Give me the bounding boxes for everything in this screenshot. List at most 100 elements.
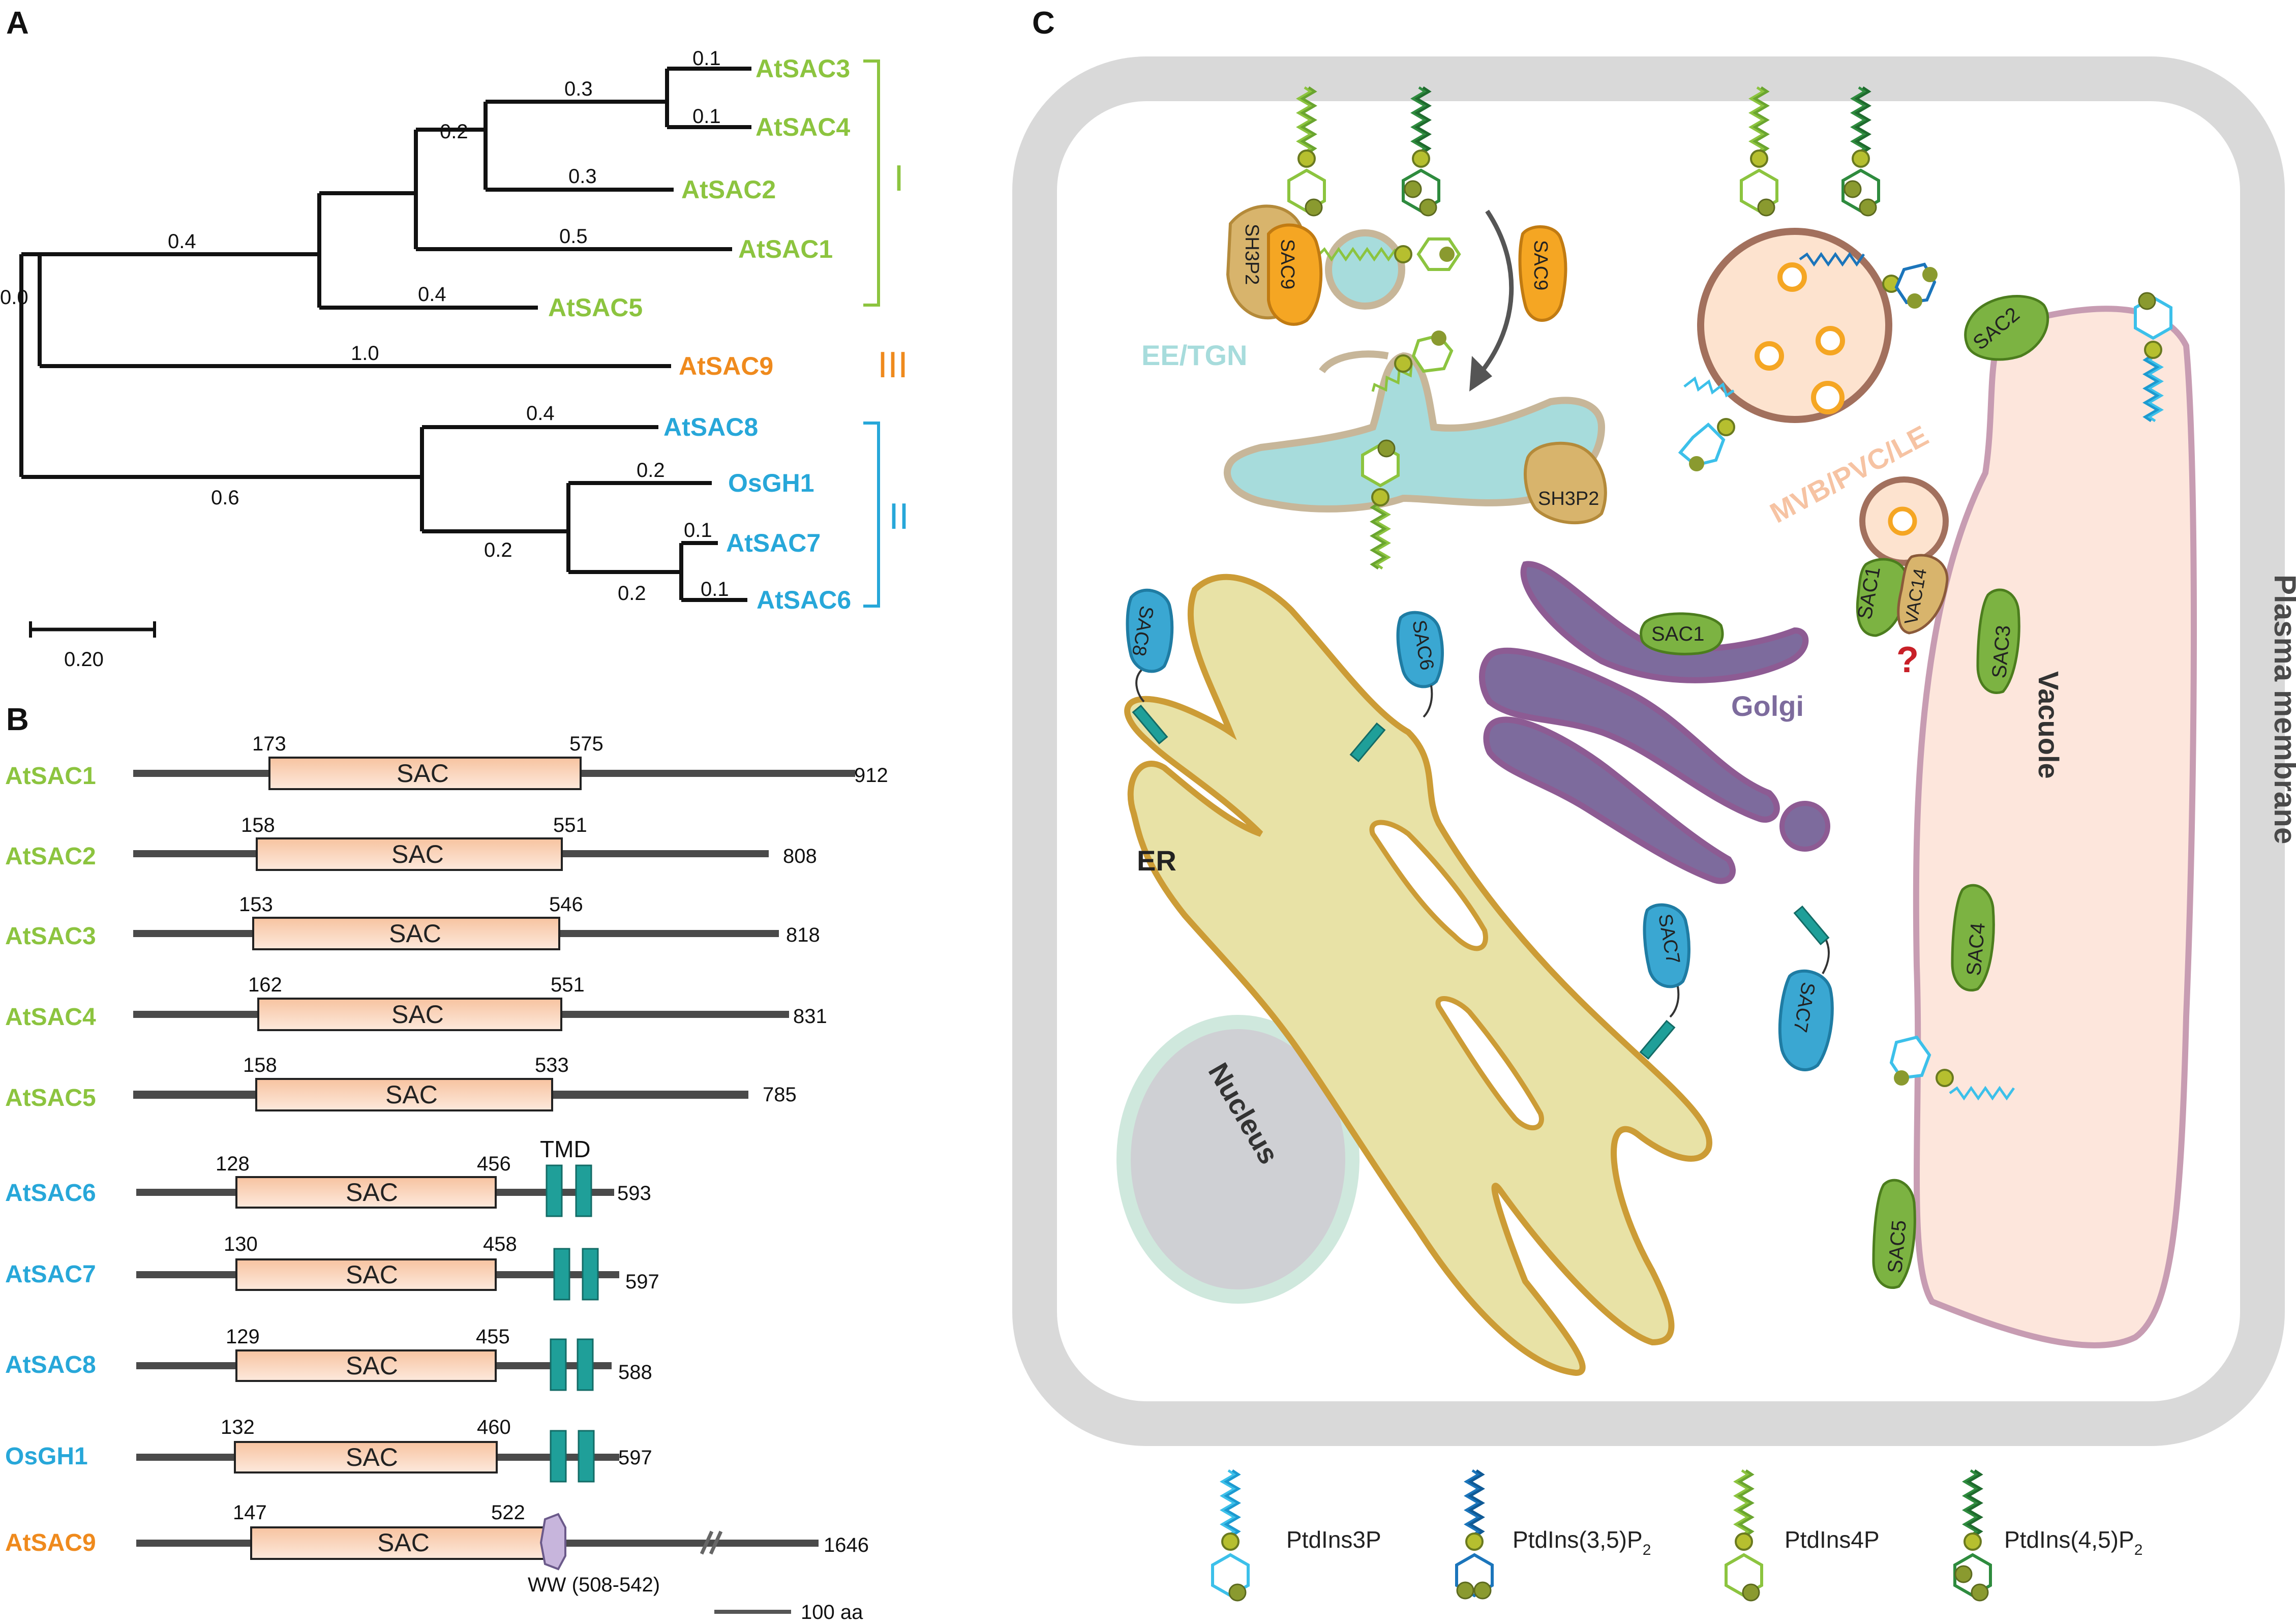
domain-end: 522 bbox=[491, 1501, 525, 1524]
tree-scale-bar: 0.20 bbox=[29, 621, 156, 671]
panel-a: A bbox=[0, 6, 909, 671]
protein-name: AtSAC5 bbox=[5, 1085, 96, 1111]
clade-label-i: I bbox=[894, 158, 904, 199]
domain-end: 551 bbox=[551, 974, 585, 996]
protein-length: 597 bbox=[625, 1271, 659, 1293]
protein-name: AtSAC9 bbox=[5, 1529, 96, 1556]
legend-label: PtdIns(3,5)P2 bbox=[1513, 1526, 1651, 1558]
lipid-ptdins45p2-pm-2 bbox=[1841, 87, 1880, 217]
legend-ptdins4p: PtdIns4P bbox=[1725, 1470, 1880, 1602]
sac5-protein: SAC5 bbox=[1872, 1179, 1916, 1289]
protein-name: AtSAC6 bbox=[5, 1180, 96, 1207]
lipid-ptdins45p2-pm-1 bbox=[1402, 87, 1440, 217]
sh3p2-label: SH3P2 bbox=[1241, 224, 1262, 285]
sac-domain-labels: SAC SAC SAC SAC SAC SAC SAC SAC SAC SAC bbox=[346, 759, 449, 1557]
golgi-cisterna-1 bbox=[1520, 561, 1809, 683]
taxon-label: AtSAC1 bbox=[738, 235, 833, 263]
golgi-label: Golgi bbox=[1731, 690, 1804, 722]
sac9-label: SAC9 bbox=[1530, 240, 1551, 290]
protein-length: 831 bbox=[793, 1005, 827, 1028]
sac7-protein-golgi: SAC7 bbox=[1778, 905, 1834, 1071]
tree-scale-label: 0.20 bbox=[64, 648, 104, 671]
sh3p2-label: SH3P2 bbox=[1538, 488, 1599, 509]
ee-tgn-label: EE/TGN bbox=[1141, 339, 1247, 371]
domain-end: 460 bbox=[477, 1416, 511, 1438]
lipid-ptdins4p-tgn-1 bbox=[1371, 330, 1454, 392]
taxon-label: AtSAC6 bbox=[757, 586, 851, 614]
protein-length: 588 bbox=[618, 1361, 652, 1384]
sac8-protein: SAC8 bbox=[1126, 588, 1174, 745]
protein-length: 808 bbox=[783, 845, 817, 867]
branch-label: 0.0 bbox=[0, 286, 28, 309]
sac9-protein-right: SAC9 bbox=[1518, 225, 1567, 322]
branch-label: 0.2 bbox=[484, 539, 512, 561]
panel-c-letter: C bbox=[1032, 6, 1055, 41]
protein-name: AtSAC4 bbox=[5, 1004, 96, 1031]
taxon-label: AtSAC8 bbox=[663, 413, 758, 441]
branch-label: 0.1 bbox=[684, 519, 712, 542]
lipid-ptdins4p-pm-2 bbox=[1740, 87, 1778, 217]
golgi-vesicle bbox=[1779, 801, 1830, 852]
branch-label: 0.6 bbox=[211, 487, 239, 509]
clade-label-ii: II bbox=[889, 496, 909, 537]
domain-end: 455 bbox=[476, 1326, 510, 1348]
branch-label: 1.0 bbox=[351, 342, 379, 365]
taxon-label: AtSAC2 bbox=[681, 175, 776, 204]
domain-start: 158 bbox=[241, 814, 275, 836]
branch-length-labels: 0.1 0.3 0.1 0.2 0.3 0.5 0.4 0.4 0.0 1.0 … bbox=[0, 47, 729, 605]
vacuole-label: Vacuole bbox=[2033, 671, 2065, 779]
sac-domain-label: SAC bbox=[385, 1080, 438, 1109]
sac-domain-label: SAC bbox=[397, 759, 449, 788]
trafficking-arrow bbox=[1480, 209, 1514, 373]
taxon-label: AtSAC9 bbox=[679, 352, 773, 380]
sac4-label: SAC4 bbox=[1962, 922, 1989, 977]
sac-domain-label: SAC bbox=[391, 1000, 444, 1029]
domain-start: 132 bbox=[221, 1416, 255, 1438]
domain-start: 158 bbox=[243, 1054, 277, 1076]
legend-label: PtdIns(4,5)P2 bbox=[2004, 1526, 2142, 1558]
domain-end: 575 bbox=[569, 733, 603, 755]
domain-end: 458 bbox=[483, 1233, 517, 1255]
domain-start: 147 bbox=[233, 1501, 267, 1524]
golgi-cisterna-2 bbox=[1479, 647, 1780, 823]
tmd-blocks bbox=[546, 1164, 599, 1483]
protein-name: OsGH1 bbox=[5, 1443, 88, 1470]
branch-label: 0.2 bbox=[440, 121, 468, 143]
er-label: ER bbox=[1137, 845, 1176, 877]
branch-label: 0.1 bbox=[701, 578, 729, 600]
sac-domain-label: SAC bbox=[346, 1351, 398, 1380]
ee-tgn bbox=[1224, 352, 1606, 513]
protein-length: 1646 bbox=[824, 1534, 869, 1556]
panel-c: C Plasma membrane Vacuole Nucleus ER Gol… bbox=[1012, 6, 2296, 1446]
domain-start: 173 bbox=[252, 733, 286, 755]
ww-label: WW (508-542) bbox=[528, 1574, 660, 1596]
protein-name: AtSAC8 bbox=[5, 1351, 96, 1378]
domain-positions: 173 575 912 158 551 808 153 546 818 162 … bbox=[216, 733, 888, 1556]
sac2-protein: SAC2 bbox=[1964, 295, 2049, 361]
protein-name: AtSAC2 bbox=[5, 843, 96, 870]
sac9-label: SAC9 bbox=[1277, 239, 1298, 289]
sac-domain-label: SAC bbox=[391, 840, 444, 868]
question-mark: ? bbox=[1896, 640, 1919, 680]
clade-label-iii: III bbox=[878, 345, 908, 385]
branch-label: 0.5 bbox=[559, 225, 588, 248]
branch-label: 0.4 bbox=[418, 283, 446, 306]
golgi-cisterna-3 bbox=[1483, 716, 1736, 884]
sac5-label: SAC5 bbox=[1884, 1219, 1911, 1274]
legend-ptdins3p: PtdIns3P bbox=[1211, 1470, 1381, 1602]
lipid-ptdins3p-vacuole-1 bbox=[2134, 292, 2172, 421]
taxon-label: AtSAC5 bbox=[548, 293, 643, 322]
domain-end: 546 bbox=[549, 893, 583, 916]
sac1-label: SAC1 bbox=[1651, 623, 1705, 645]
sac6-protein: SAC6 bbox=[1349, 611, 1444, 763]
protein-length: 818 bbox=[786, 924, 820, 946]
branch-label: 0.4 bbox=[526, 402, 555, 425]
taxon-label: AtSAC4 bbox=[756, 113, 850, 141]
mvb bbox=[1697, 228, 1892, 423]
protein-length: 912 bbox=[854, 764, 888, 787]
break-mark bbox=[700, 1530, 723, 1555]
sh3p2-protein-tgn: SH3P2 bbox=[1524, 441, 1607, 525]
lipid-ptdins4p-ee bbox=[1318, 237, 1461, 271]
branch-label: 0.3 bbox=[568, 165, 597, 188]
